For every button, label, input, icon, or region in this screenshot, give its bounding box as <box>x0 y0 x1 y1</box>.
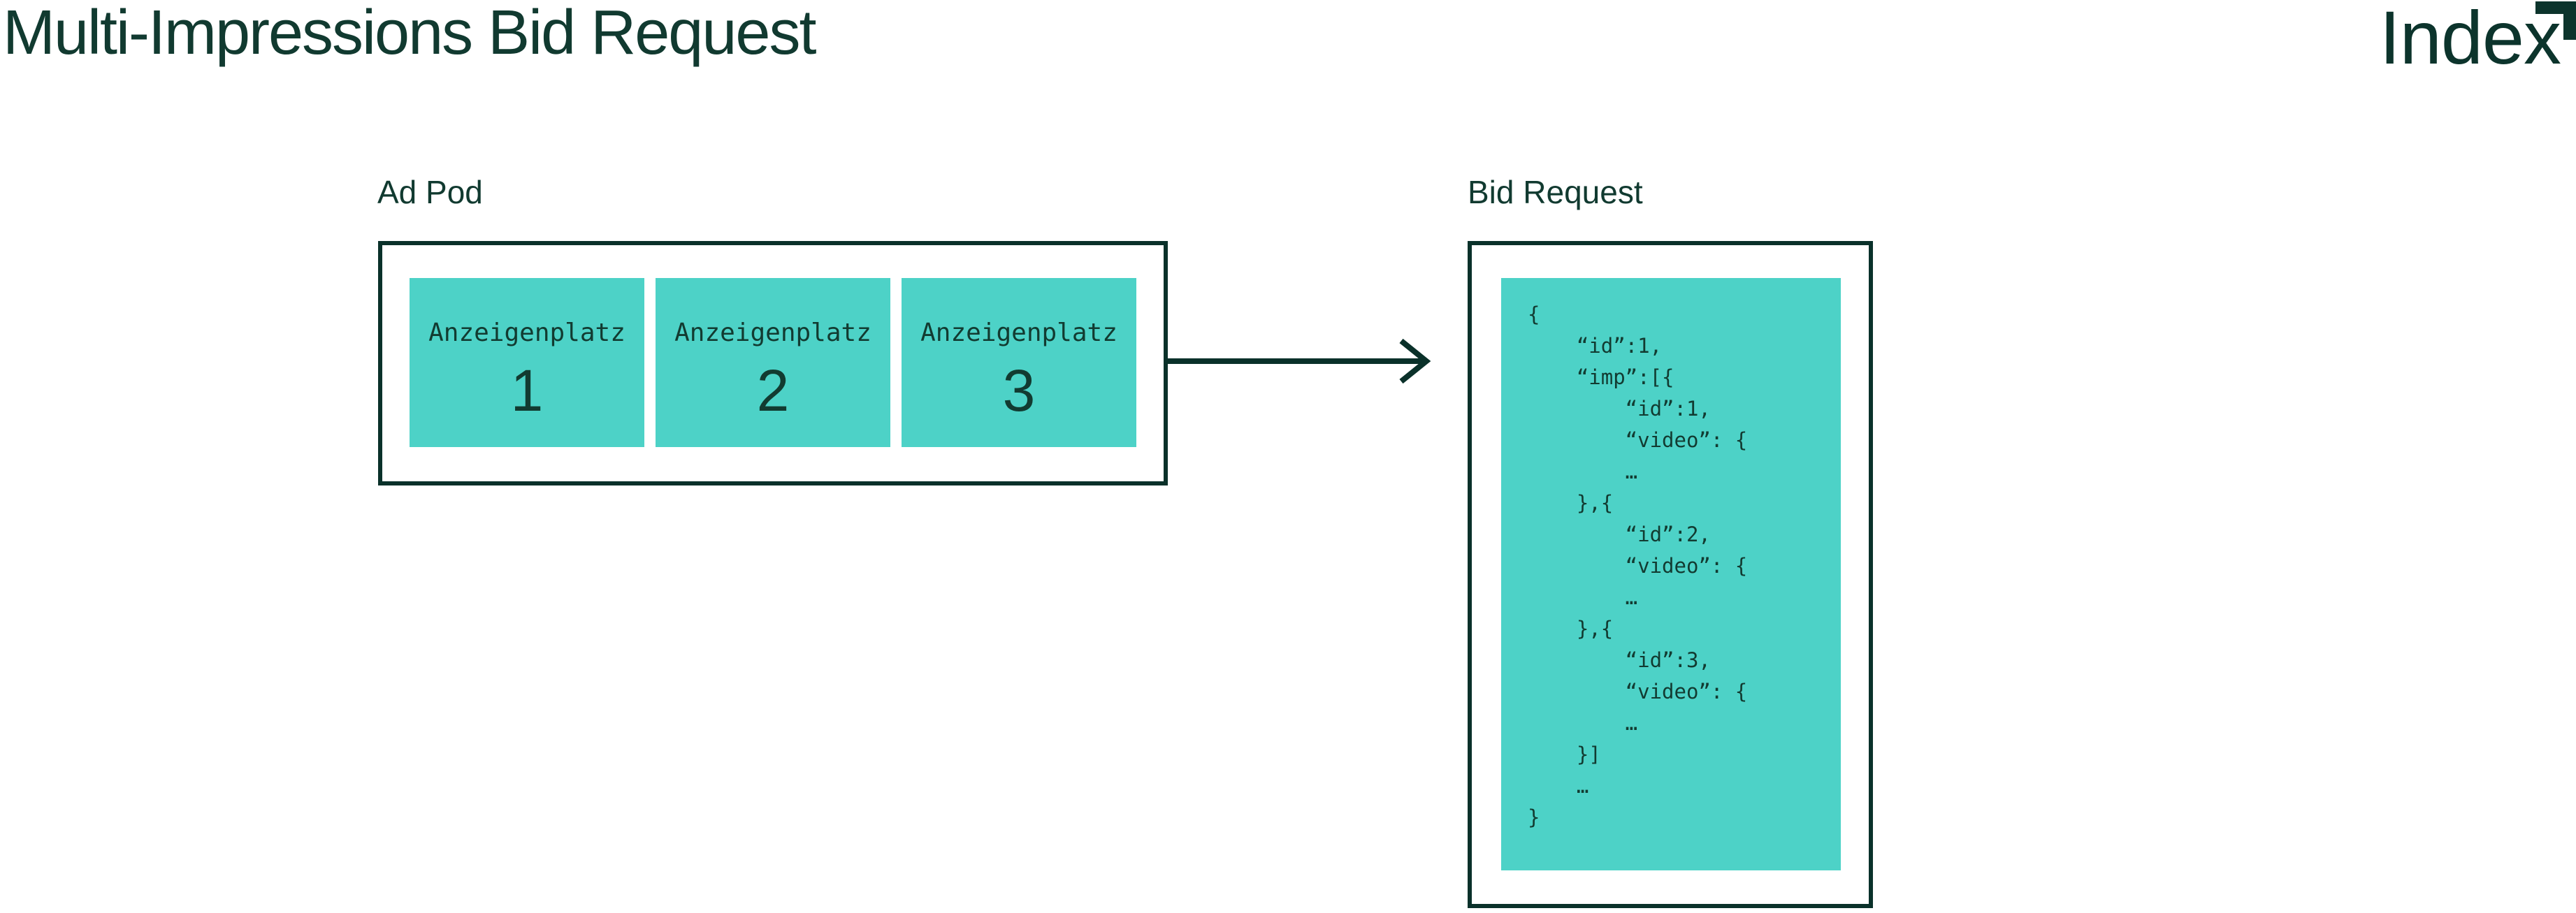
bid-request-label: Bid Request <box>1468 174 1643 210</box>
index-logo: Index <box>2324 0 2576 80</box>
flow-arrow-icon <box>1168 333 1433 389</box>
ad-slot-number: 3 <box>1002 358 1036 423</box>
ad-slot-label: Anzeigenplatz <box>428 319 625 347</box>
ad-slot-3: Anzeigenplatz 3 <box>902 278 1136 447</box>
ad-slot-1: Anzeigenplatz 1 <box>410 278 644 447</box>
ad-slot-2: Anzeigenplatz 2 <box>656 278 890 447</box>
ad-slot-number: 2 <box>756 358 790 423</box>
bid-request-code-block: { “id”:1, “imp”:[{ “id”:1, “video”: { … … <box>1501 278 1841 870</box>
corner-arrow-icon <box>2535 1 2576 40</box>
ad-pod-slots: Anzeigenplatz 1 Anzeigenplatz 2 Anzeigen… <box>382 278 1164 447</box>
bid-request-box: { “id”:1, “imp”:[{ “id”:1, “video”: { … … <box>1468 241 1873 908</box>
index-logo-text: Index <box>2379 0 2561 80</box>
ad-slot-number: 1 <box>510 358 544 423</box>
page-title: Multi-Impressions Bid Request <box>3 0 816 68</box>
ad-slot-label: Anzeigenplatz <box>674 319 871 347</box>
bid-request-json: { “id”:1, “imp”:[{ “id”:1, “video”: { … … <box>1528 302 1748 829</box>
ad-pod-label: Ad Pod <box>377 174 483 210</box>
ad-pod-box: Anzeigenplatz 1 Anzeigenplatz 2 Anzeigen… <box>378 241 1168 485</box>
ad-slot-label: Anzeigenplatz <box>920 319 1117 347</box>
